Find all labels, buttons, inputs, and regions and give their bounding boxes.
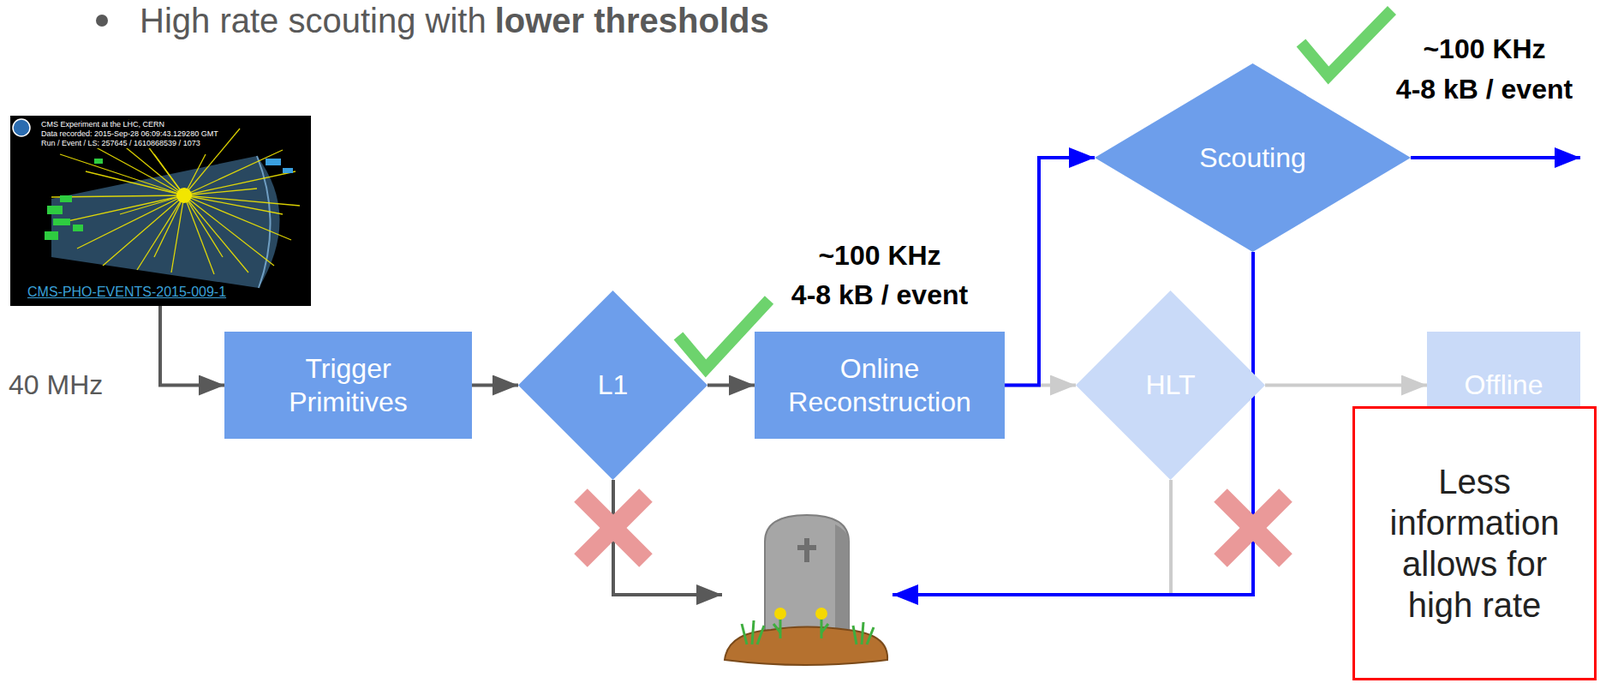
process-box: Trigger Primitives <box>224 331 472 439</box>
node-text: Less information allows for high rate <box>1372 460 1578 626</box>
flow-connector <box>160 305 225 386</box>
faded-diamond: HLT <box>1075 290 1266 480</box>
flow-connector <box>471 383 519 388</box>
bullet-dot <box>95 14 108 27</box>
flow-connector <box>1004 157 1095 386</box>
bullet-text: lower thresholds <box>495 0 770 42</box>
text-wrap: Trigger Primitives <box>224 331 472 439</box>
flow-connector <box>707 383 755 388</box>
reject-line <box>1169 479 1173 595</box>
event-display <box>10 115 311 306</box>
decision-diamond: Scouting <box>1094 63 1411 252</box>
text-wrap: Scouting <box>1094 63 1411 252</box>
photo-link: CMS-PHO-EVENTS-2015-009-1 <box>25 283 228 300</box>
callout-box: Less information allows for high rate <box>1352 405 1597 681</box>
text-wrap: L1 <box>518 290 708 480</box>
output-arrow <box>1410 155 1581 160</box>
text-wrap: Online Reconstruction <box>754 331 1005 439</box>
photo-caption: Data recorded: 2015-Sep-28 06:09:43.1292… <box>39 129 221 139</box>
reject-cross <box>580 495 646 561</box>
photo-caption: CMS Experiment at the LHC, CERN <box>39 119 167 130</box>
text-wrap: HLT <box>1075 290 1266 480</box>
rate-label: ~100 KHz <box>817 238 941 272</box>
decision-diamond: L1 <box>518 290 708 480</box>
node-text: HLT <box>1145 368 1195 401</box>
node-text: Trigger Primitives <box>258 352 439 418</box>
node-text: L1 <box>597 368 629 401</box>
reject-cross <box>1220 495 1286 561</box>
size-label: 4-8 kB / event <box>1396 72 1573 106</box>
rate-label: ~100 KHz <box>1422 32 1546 66</box>
event-display-photo: CMS Experiment at the LHC, CERNData reco… <box>10 115 311 306</box>
check-mark <box>1301 10 1392 76</box>
photo-caption: Run / Event / LS: 257645 / 1610868539 / … <box>39 138 203 149</box>
diamond-outline <box>518 290 708 480</box>
diamond-outline <box>1094 63 1411 252</box>
flow-connector <box>1265 383 1427 388</box>
diamond-outline <box>1075 290 1266 480</box>
tombstone <box>724 514 888 665</box>
node-text: Offline <box>1464 368 1544 401</box>
node-text: Online Reconstruction <box>768 352 992 418</box>
rate-label: 40 MHz <box>8 368 103 401</box>
size-label: 4-8 kB / event <box>791 278 968 311</box>
process-box: Online Reconstruction <box>754 331 1005 439</box>
bullet-text: High rate scouting with <box>139 0 487 42</box>
node-text: Scouting <box>1199 141 1307 174</box>
text-wrap: Less information allows for high rate <box>1355 408 1595 678</box>
